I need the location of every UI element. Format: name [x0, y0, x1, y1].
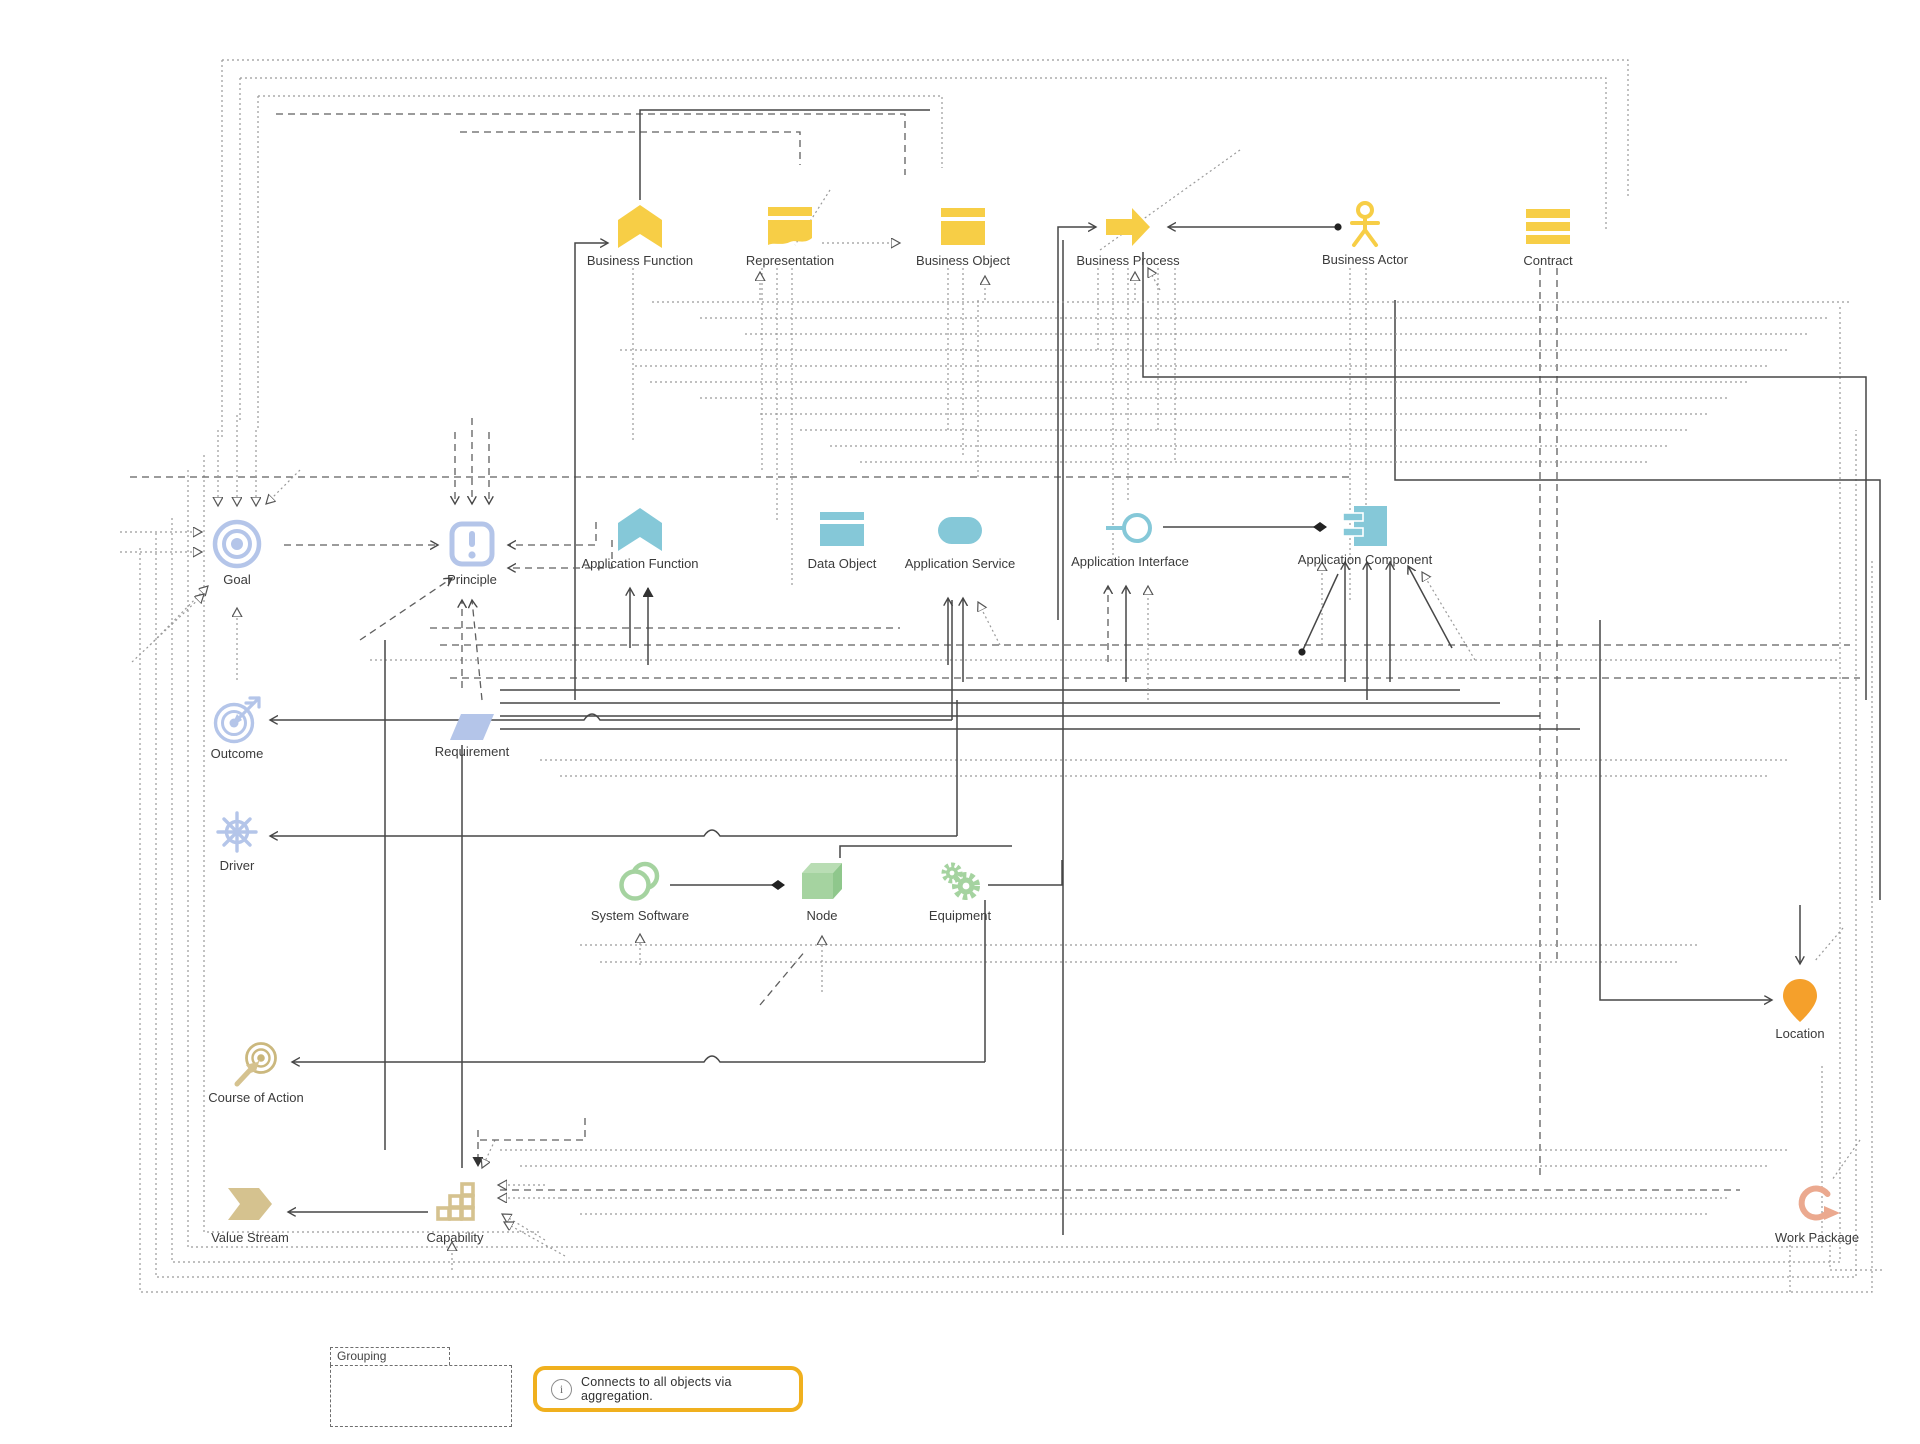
- course-of-action-icon: [234, 1042, 277, 1087]
- vertical-bus-lines: [632, 240, 1881, 1235]
- driver-icon: [216, 811, 258, 853]
- contract-icon: [1526, 209, 1570, 244]
- node-business-object[interactable]: Business Object: [893, 203, 1033, 268]
- capability-icon: [436, 1182, 475, 1221]
- info-icon: i: [551, 1378, 572, 1400]
- node-label: Course of Action: [208, 1090, 304, 1105]
- node-label: Outcome: [210, 746, 264, 761]
- node-driver[interactable]: Driver: [167, 808, 307, 873]
- node-icon: [802, 863, 842, 899]
- node-work-package[interactable]: Work Package: [1747, 1180, 1887, 1245]
- node-label: Contract: [1523, 253, 1573, 268]
- node-label: Business Object: [916, 253, 1010, 268]
- node-data-object[interactable]: Data Object: [772, 506, 912, 571]
- node-contract[interactable]: Contract: [1478, 203, 1618, 268]
- node-representation[interactable]: Representation: [720, 203, 860, 268]
- requirement-icon: [450, 714, 494, 740]
- node-location[interactable]: Location: [1730, 976, 1870, 1041]
- node-label: Requirement: [434, 744, 510, 759]
- node-application-function[interactable]: Application Function: [570, 506, 710, 571]
- aggregation-note[interactable]: i Connects to all objects via aggregatio…: [533, 1366, 803, 1412]
- node-application-interface[interactable]: Application Interface: [1060, 504, 1200, 569]
- node-application-component[interactable]: Application Component: [1295, 502, 1435, 567]
- application-interface-icon: [1106, 513, 1152, 543]
- equipment-icon: [941, 862, 980, 900]
- node-capability[interactable]: Capability: [385, 1180, 525, 1245]
- node-label: Value Stream: [211, 1230, 289, 1245]
- grouping-body: [330, 1365, 512, 1427]
- node-label: Application Component: [1297, 552, 1433, 567]
- node-node[interactable]: Node: [752, 858, 892, 923]
- business-actor-icon: [1350, 201, 1380, 247]
- node-label: Principle: [447, 572, 497, 587]
- application-service-icon: [938, 517, 982, 544]
- node-label: Driver: [219, 858, 255, 873]
- node-label: Business Actor: [1322, 252, 1408, 267]
- node-business-actor[interactable]: Business Actor: [1295, 200, 1435, 267]
- node-outcome[interactable]: Outcome: [167, 696, 307, 761]
- application-function-icon: [618, 508, 662, 551]
- business-object-icon: [941, 208, 985, 245]
- node-label: Work Package: [1774, 1230, 1860, 1245]
- node-label: Application Service: [904, 556, 1016, 571]
- node-label: Goal: [223, 572, 251, 587]
- node-label: Data Object: [807, 556, 877, 571]
- goal-icon: [212, 519, 262, 569]
- node-goal[interactable]: Goal: [167, 518, 307, 587]
- node-requirement[interactable]: Requirement: [402, 712, 542, 759]
- node-principle[interactable]: Principle: [402, 518, 542, 587]
- node-course-of-action[interactable]: Course of Action: [186, 1040, 326, 1105]
- outcome-icon: [213, 696, 261, 744]
- application-component-icon: [1342, 506, 1387, 546]
- horizontal-bus-lines-upper: [130, 149, 1850, 478]
- node-label: Business Process: [1076, 253, 1180, 268]
- node-label: Application Function: [581, 556, 699, 571]
- principle-icon: [449, 521, 495, 567]
- business-process-icon: [1106, 208, 1150, 246]
- node-label: Representation: [745, 253, 835, 268]
- value-stream-icon: [228, 1188, 272, 1220]
- node-label: Application Interface: [1071, 554, 1189, 569]
- node-label: Node: [806, 908, 838, 923]
- node-application-service[interactable]: Application Service: [890, 506, 1030, 571]
- business-function-icon: [618, 205, 662, 248]
- grouping-label: Grouping: [330, 1347, 450, 1365]
- node-label: Business Function: [586, 253, 694, 268]
- node-value-stream[interactable]: Value Stream: [180, 1180, 320, 1245]
- node-label: Location: [1775, 1026, 1825, 1041]
- location-icon: [1783, 979, 1817, 1022]
- representation-icon: [768, 207, 812, 245]
- node-business-process[interactable]: Business Process: [1058, 203, 1198, 268]
- system-software-icon: [619, 861, 660, 901]
- grouping-element[interactable]: Grouping: [330, 1347, 512, 1427]
- horizontal-bus-lines-bottom: [500, 1139, 1885, 1292]
- node-business-function[interactable]: Business Function: [570, 203, 710, 268]
- work-package-icon: [1798, 1185, 1840, 1221]
- node-system-software[interactable]: System Software: [570, 858, 710, 923]
- node-label: Equipment: [928, 908, 992, 923]
- node-label: Capability: [426, 1230, 484, 1245]
- data-object-icon: [820, 512, 864, 546]
- node-label: System Software: [590, 908, 690, 923]
- node-equipment[interactable]: Equipment: [890, 858, 1030, 923]
- note-text: Connects to all objects via aggregation.: [581, 1375, 732, 1403]
